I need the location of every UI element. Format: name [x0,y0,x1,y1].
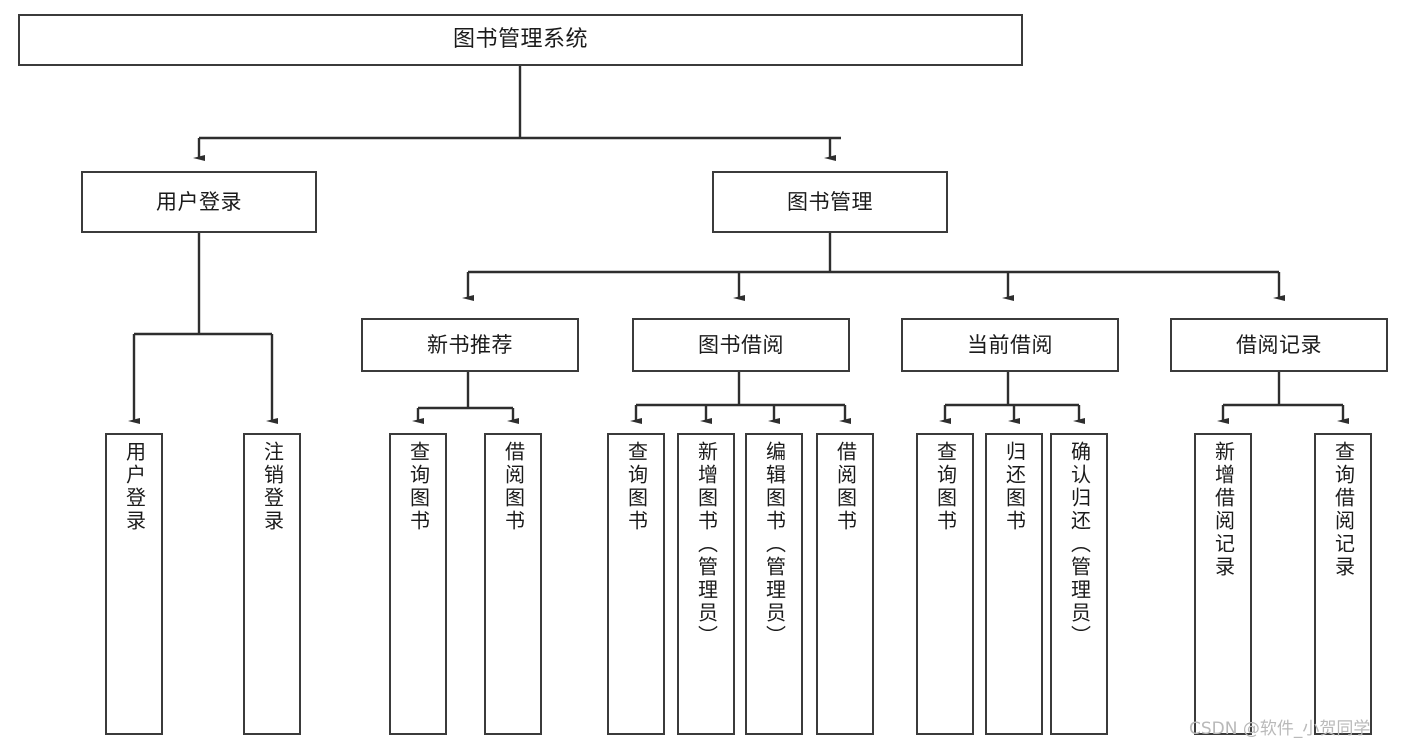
node-root-label: 图书管理系统 [452,27,588,53]
node-leaf-query-book-2-label: 查询图书 [624,441,649,533]
node-leaf-user-login[interactable]: 用户登录 [105,433,163,735]
node-new-book-recommend-label: 新书推荐 [427,332,513,357]
node-leaf-confirm-return-label: 确认归还（管理员） [1067,441,1092,648]
node-user-login[interactable]: 用户登录 [81,171,317,233]
node-book-borrow[interactable]: 图书借阅 [632,318,850,372]
node-leaf-query-book-1-label: 查询图书 [406,441,431,533]
node-leaf-user-login-label: 用户登录 [122,441,147,533]
node-borrow-record[interactable]: 借阅记录 [1170,318,1388,372]
node-leaf-borrow-book-2-label: 借阅图书 [833,441,858,533]
node-leaf-borrow-book-1[interactable]: 借阅图书 [484,433,542,735]
node-leaf-query-book-1[interactable]: 查询图书 [389,433,447,735]
node-new-book-recommend[interactable]: 新书推荐 [361,318,579,372]
watermark: CSDN @软件_小贺同学 [1189,719,1371,739]
node-leaf-add-book-label: 新增图书（管理员） [694,441,719,648]
node-leaf-add-book[interactable]: 新增图书（管理员） [677,433,735,735]
node-borrow-record-label: 借阅记录 [1236,332,1322,357]
node-current-borrow-label: 当前借阅 [967,332,1053,357]
node-leaf-add-record[interactable]: 新增借阅记录 [1194,433,1252,735]
node-leaf-edit-book-label: 编辑图书（管理员） [762,441,787,648]
node-leaf-query-book-3-label: 查询图书 [933,441,958,533]
node-root[interactable]: 图书管理系统 [18,14,1023,66]
node-leaf-add-record-label: 新增借阅记录 [1211,441,1236,579]
node-leaf-user-logout-label: 注销登录 [260,441,285,533]
node-leaf-query-record-label: 查询借阅记录 [1331,441,1356,579]
node-user-login-label: 用户登录 [156,189,242,214]
node-leaf-confirm-return[interactable]: 确认归还（管理员） [1050,433,1108,735]
node-leaf-return-book[interactable]: 归还图书 [985,433,1043,735]
node-leaf-borrow-book-2[interactable]: 借阅图书 [816,433,874,735]
node-book-manage[interactable]: 图书管理 [712,171,948,233]
node-book-borrow-label: 图书借阅 [698,332,784,357]
node-leaf-edit-book[interactable]: 编辑图书（管理员） [745,433,803,735]
node-leaf-query-book-2[interactable]: 查询图书 [607,433,665,735]
node-leaf-borrow-book-1-label: 借阅图书 [501,441,526,533]
node-leaf-return-book-label: 归还图书 [1002,441,1027,533]
node-leaf-user-logout[interactable]: 注销登录 [243,433,301,735]
node-book-manage-label: 图书管理 [787,189,873,214]
node-leaf-query-record[interactable]: 查询借阅记录 [1314,433,1372,735]
node-leaf-query-book-3[interactable]: 查询图书 [916,433,974,735]
node-current-borrow[interactable]: 当前借阅 [901,318,1119,372]
